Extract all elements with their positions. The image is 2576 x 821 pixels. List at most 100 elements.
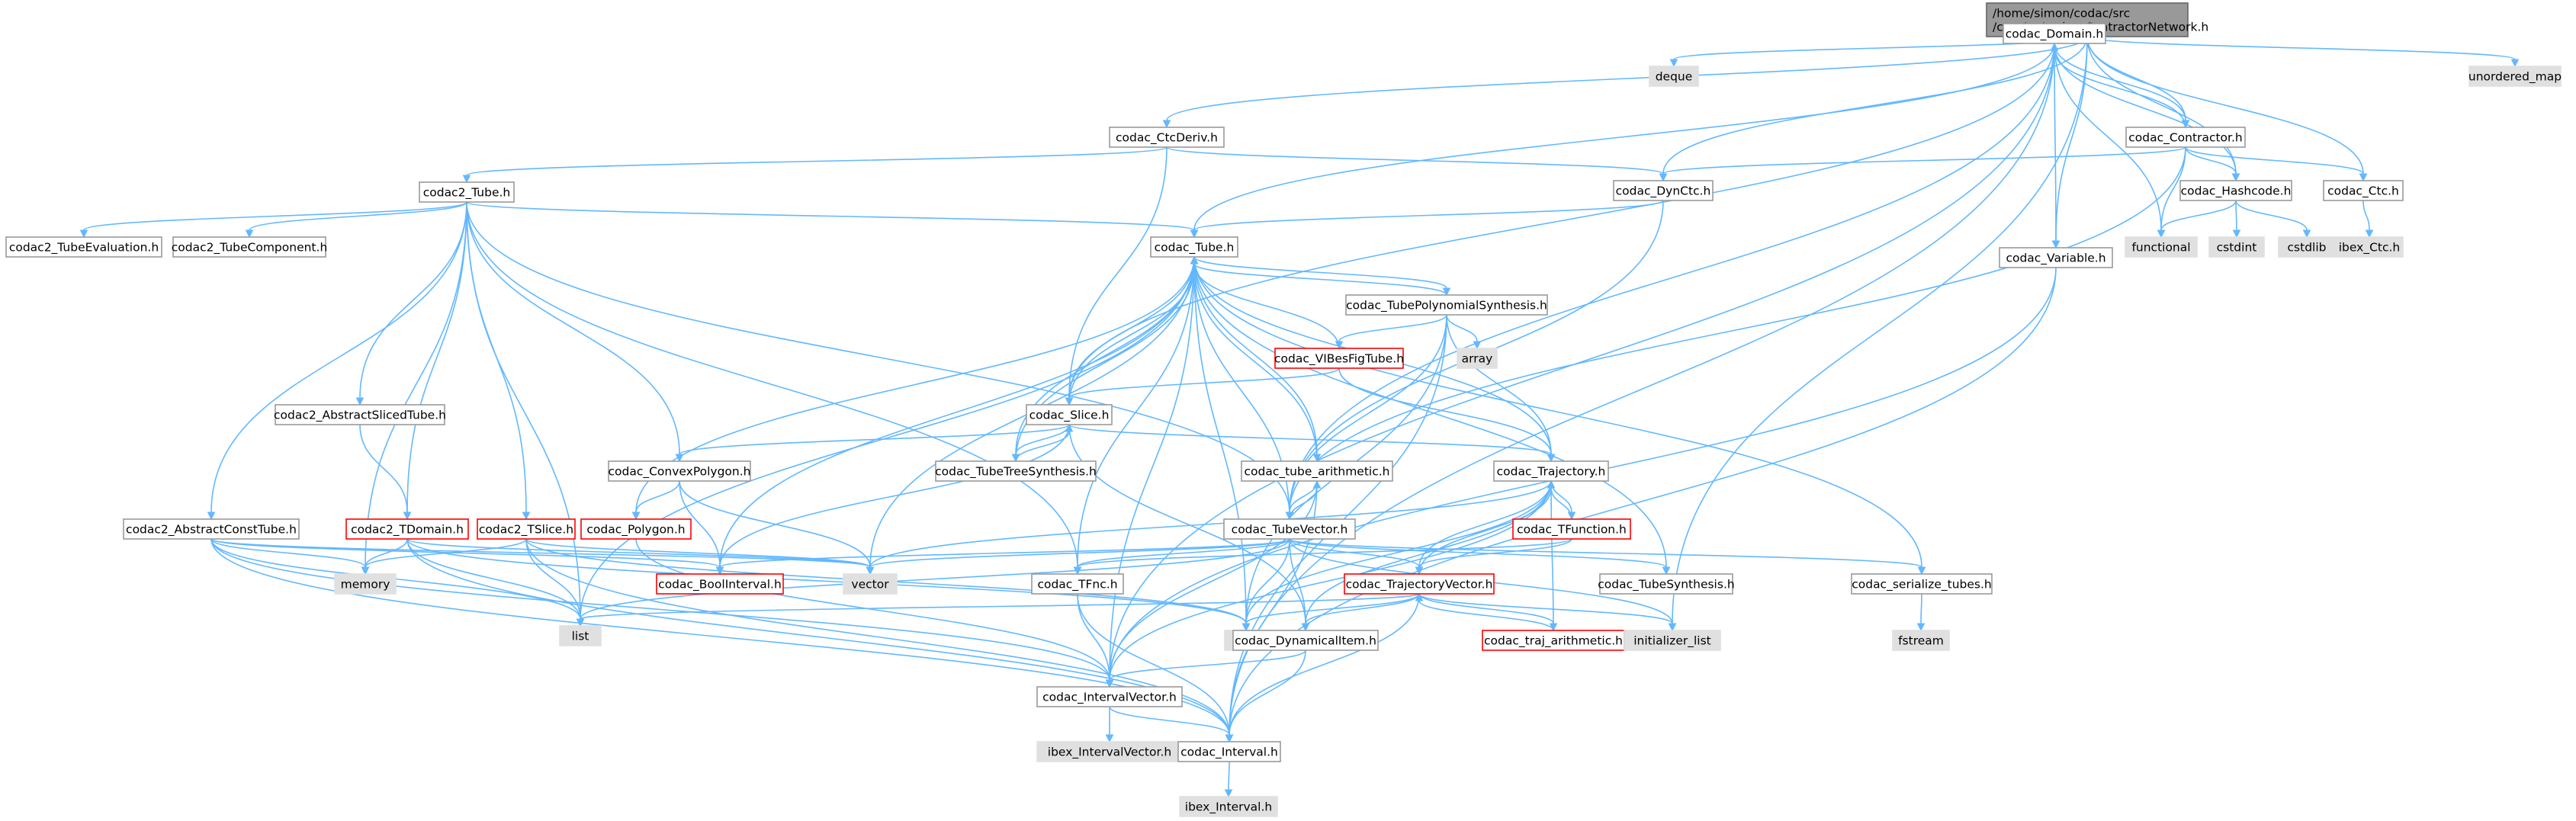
node-tubetree[interactable]: codac_TubeTreeSynthesis.h — [935, 460, 1097, 482]
edge-ctcderiv-to-tube2 — [462, 146, 1168, 184]
node-box — [1109, 127, 1225, 148]
node-tube[interactable]: codac_Tube.h — [1150, 236, 1238, 258]
edge-line — [210, 538, 721, 568]
edge-line — [249, 201, 467, 231]
edge-root-to-initlist — [1668, 36, 2088, 632]
edge-tubevector-to-serialize — [1289, 538, 1926, 576]
node-box — [1624, 630, 1721, 651]
node-tfnc[interactable]: codac_TFnc.h — [1031, 573, 1124, 595]
node-box — [1999, 247, 2113, 268]
node-slice[interactable]: codac_Slice.h — [1026, 404, 1113, 425]
node-box — [1036, 686, 1183, 707]
node-fstream: fstream — [1892, 630, 1950, 651]
edge-line — [869, 480, 1552, 568]
edge-arrowhead — [462, 175, 471, 184]
node-serialize[interactable]: codac_serialize_tubes.h — [1851, 573, 1993, 595]
node-box — [1031, 573, 1124, 595]
edge-line — [210, 538, 366, 568]
edge-line — [2160, 200, 2237, 231]
node-convex[interactable]: codac_ConvexPolygon.h — [608, 460, 751, 482]
edge-arrowhead — [2051, 240, 2060, 249]
node-ctcderiv[interactable]: codac_CtcDeriv.h — [1109, 127, 1225, 148]
node-boolinterval[interactable]: codac_BoolInterval.h — [656, 573, 784, 595]
edge-slice-to-tube — [1068, 255, 1199, 406]
edge-tube2-to-tubecomp — [245, 201, 467, 239]
edge-tube2-to-tubeeval — [79, 201, 467, 239]
node-label: codac2_Tube.h — [423, 186, 511, 200]
edge-line — [406, 538, 871, 568]
node-box — [2179, 180, 2292, 201]
node-tdomain[interactable]: codac2_TDomain.h — [345, 518, 469, 540]
node-box — [1179, 796, 1278, 817]
node-trajvector[interactable]: codac_TrajectoryVector.h — [1344, 573, 1495, 595]
node-label: codac_TubeVector.h — [1232, 523, 1348, 537]
edge-line — [1418, 487, 1552, 575]
node-box — [2125, 127, 2246, 148]
edge-line — [525, 538, 1230, 736]
node-label: array — [1462, 352, 1493, 366]
edge-arrowhead — [1241, 623, 1251, 632]
node-tslice[interactable]: codac2_TSlice.h — [477, 518, 576, 540]
edge-arrowhead — [1301, 623, 1310, 632]
edge-line — [1289, 538, 1667, 568]
edge-line — [1289, 314, 1447, 513]
node-trajarith[interactable]: codac_traj_arithmetic.h — [1482, 630, 1625, 651]
edge-trajvector-to-trajarith — [1418, 593, 1558, 632]
node-dynitem[interactable]: codac_DynamicalItem.h — [1232, 630, 1379, 651]
edge-arrowhead — [361, 566, 370, 576]
node-polygon[interactable]: codac_Polygon.h — [580, 518, 692, 540]
node-label: codac_Polygon.h — [586, 523, 685, 537]
node-label: ibex_Interval.h — [1185, 800, 1272, 815]
node-tubesynth[interactable]: codac_TubeSynthesis.h — [1598, 573, 1735, 595]
edge-tslice-to-interval — [525, 538, 1234, 743]
node-intervalvector[interactable]: codac_IntervalVector.h — [1036, 686, 1183, 707]
node-box — [2003, 23, 2106, 44]
node-domain[interactable]: codac_Domain.h — [2003, 23, 2106, 44]
edge-root-to-contractor — [2086, 36, 2190, 129]
node-box — [1493, 460, 1609, 482]
node-label: codac_TubeTreeSynthesis.h — [935, 465, 1097, 479]
node-contractor[interactable]: codac_Contractor.h — [2125, 127, 2246, 148]
edge-arrowhead — [1668, 623, 1677, 632]
node-tubeeval[interactable]: codac2_TubeEvaluation.h — [5, 236, 162, 258]
edge-line — [359, 201, 467, 399]
node-tubepoly[interactable]: codac_TubePolynomialSynthesis.h — [1345, 294, 1548, 316]
edge-convex-to-polygon — [631, 480, 680, 521]
edge-line — [1338, 314, 1447, 342]
edge-line — [466, 146, 1168, 176]
node-ibexiv: ibex_IntervalVector.h — [1036, 741, 1183, 762]
node-tube2[interactable]: codac2_Tube.h — [419, 181, 515, 203]
edge-tube2-to-list — [466, 201, 585, 627]
edge-arrowhead — [1659, 173, 1668, 182]
node-variable[interactable]: codac_Variable.h — [1999, 247, 2113, 268]
node-tubearith[interactable]: codac_tube_arithmetic.h — [1241, 460, 1393, 482]
edge-line — [406, 538, 1247, 624]
edge-line — [1229, 43, 2055, 736]
edge-tubepoly-to-vibes — [1335, 314, 1447, 350]
edge-line — [359, 424, 408, 513]
edge-root-to-ctc — [2086, 36, 2368, 182]
edge-arrowhead — [1415, 592, 1424, 601]
node-dynctc[interactable]: codac_DynCtc.h — [1613, 180, 1714, 201]
node-box — [1345, 294, 1548, 316]
edge-line — [1193, 263, 1447, 296]
node-ctc[interactable]: codac_Ctc.h — [2323, 180, 2404, 201]
node-label: codac_tube_arithmetic.h — [1244, 465, 1389, 479]
edge-arrowhead — [675, 454, 684, 463]
node-label: codac_traj_arithmetic.h — [1484, 634, 1623, 649]
node-absconst[interactable]: codac2_AbstractConstTube.h — [123, 518, 300, 540]
edge-line — [1305, 593, 1420, 624]
node-vector: vector — [843, 573, 898, 595]
edge-root-to-unordered_map — [2086, 36, 2520, 68]
node-trajectory[interactable]: codac_Trajectory.h — [1493, 460, 1609, 482]
node-hashcode[interactable]: codac_Hashcode.h — [2179, 180, 2292, 201]
node-vibes[interactable]: codac_VIBesFigTube.h — [1274, 348, 1404, 369]
node-unordered_map: unordered_map — [2468, 66, 2562, 87]
node-tubecomp[interactable]: codac2_TubeComponent.h — [172, 236, 328, 258]
edge-arrowhead — [1105, 734, 1114, 743]
node-tubevector[interactable]: codac_TubeVector.h — [1223, 518, 1356, 540]
edge-arrowhead — [1105, 679, 1114, 688]
node-tfunction[interactable]: codac_TFunction.h — [1512, 518, 1631, 540]
node-interval[interactable]: codac_Interval.h — [1177, 741, 1281, 762]
node-abssliced[interactable]: codac2_AbstractSlicedTube.h — [274, 404, 446, 425]
